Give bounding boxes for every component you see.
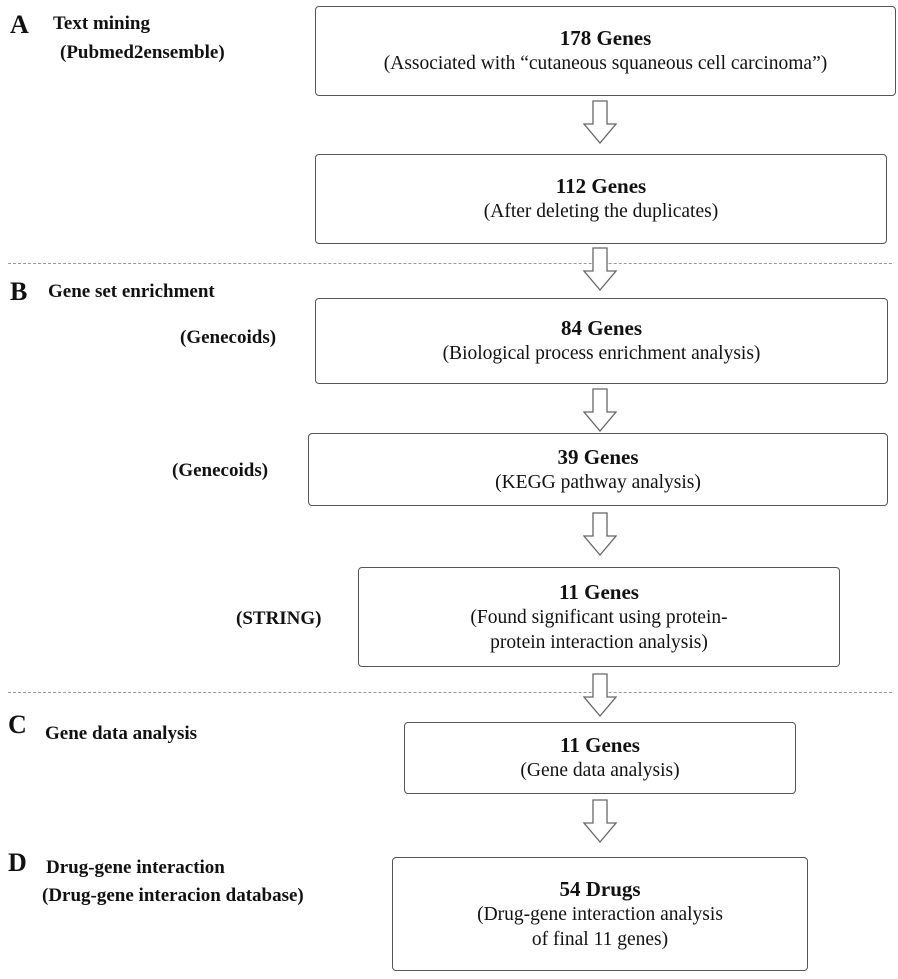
- tool-genecoids-2: (Genecoids): [172, 460, 269, 481]
- box-54-drugs-desc-2: of final 11 genes): [531, 929, 669, 951]
- section-c-title: Gene data analysis: [45, 723, 198, 744]
- arrow-down-icon: [583, 512, 617, 556]
- tool-genecoids-1: (Genecoids): [180, 327, 277, 348]
- box-39-genes: 39 Genes (KEGG pathway analysis): [308, 433, 888, 506]
- box-11-genes-ppi-title: 11 Genes: [559, 579, 639, 604]
- arrow-down-icon: [583, 799, 617, 843]
- box-54-drugs-title: 54 Drugs: [559, 876, 641, 901]
- section-divider-ab: [8, 263, 892, 264]
- section-d-title: Drug-gene interaction: [46, 857, 225, 878]
- section-b-letter: B: [10, 277, 28, 306]
- box-84-genes: 84 Genes (Biological process enrichment …: [315, 298, 888, 384]
- section-a-subtitle: (Pubmed2ensemble): [60, 42, 225, 63]
- box-84-genes-title: 84 Genes: [560, 316, 643, 341]
- box-178-genes-desc: (Associated with “cutaneous squaneous ce…: [383, 53, 828, 75]
- arrow-down-icon: [583, 100, 617, 144]
- box-54-drugs-desc-1: (Drug-gene interaction analysis: [477, 903, 723, 925]
- box-112-genes-title: 112 Genes: [555, 174, 647, 199]
- section-d-letter: D: [8, 848, 27, 877]
- box-112-genes: 112 Genes (After deleting the duplicates…: [315, 154, 887, 244]
- box-84-genes-desc: (Biological process enrichment analysis): [442, 343, 761, 365]
- section-a-title: Text mining: [53, 13, 150, 34]
- box-178-genes-title: 178 Genes: [559, 26, 652, 51]
- box-11-genes-data-desc: (Gene data analysis): [520, 760, 680, 782]
- section-divider-bc: [8, 692, 892, 693]
- box-112-genes-desc: (After deleting the duplicates): [483, 201, 719, 223]
- section-a-letter: A: [10, 10, 29, 39]
- box-11-genes-ppi: 11 Genes (Found significant using protei…: [358, 567, 840, 667]
- arrow-down-icon: [583, 388, 617, 432]
- section-d-subtitle: (Drug-gene interacion database): [42, 885, 304, 906]
- arrow-down-icon: [583, 247, 617, 291]
- box-11-genes-data: 11 Genes (Gene data analysis): [404, 722, 796, 794]
- box-11-genes-data-title: 11 Genes: [560, 733, 640, 758]
- box-11-genes-ppi-desc-1: (Found significant using protein-: [470, 606, 728, 628]
- box-54-drugs: 54 Drugs (Drug-gene interaction analysis…: [392, 857, 808, 971]
- box-178-genes: 178 Genes (Associated with “cutaneous sq…: [315, 6, 896, 96]
- box-39-genes-title: 39 Genes: [557, 444, 639, 469]
- arrow-down-icon: [583, 673, 617, 717]
- section-c-letter: C: [8, 710, 27, 739]
- box-11-genes-ppi-desc-2: protein interaction analysis): [490, 632, 708, 654]
- section-b-title: Gene set enrichment: [48, 281, 215, 302]
- box-39-genes-desc: (KEGG pathway analysis): [495, 471, 701, 493]
- tool-string: (STRING): [236, 608, 322, 629]
